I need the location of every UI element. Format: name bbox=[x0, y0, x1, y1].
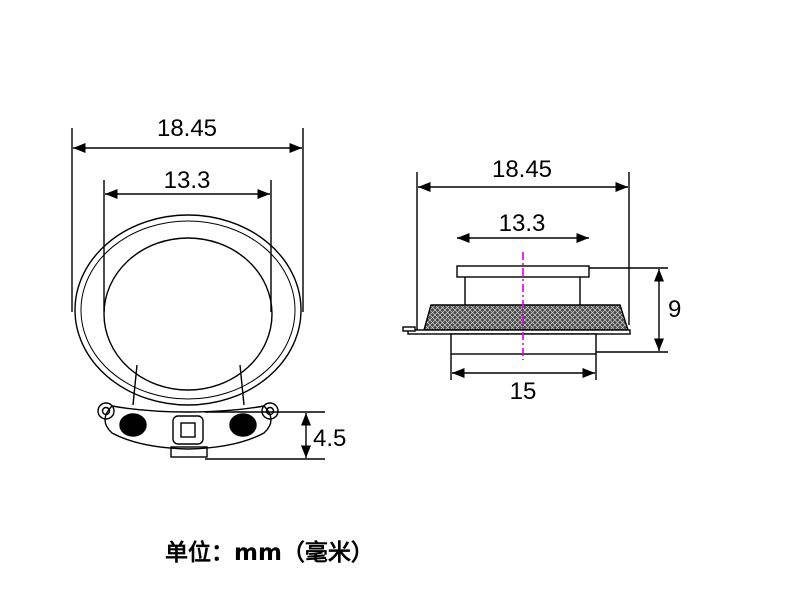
front-middle-ring bbox=[80, 220, 296, 400]
frame-tab bbox=[402, 326, 416, 332]
solder-pad-right bbox=[229, 413, 257, 437]
terminal-eyelet-left-hole bbox=[101, 406, 111, 416]
terminal-height-label: 4.5 bbox=[313, 425, 346, 452]
side-top-diameter-label: 13.3 bbox=[499, 210, 546, 237]
terminal-eyelet-right-hole bbox=[265, 406, 275, 416]
top-cap bbox=[456, 265, 590, 278]
side-view bbox=[402, 172, 668, 380]
front-view bbox=[71, 128, 325, 460]
side-outer-diameter-label: 18.45 bbox=[492, 156, 552, 183]
solder-pad-left bbox=[119, 413, 147, 437]
front-inner-cone bbox=[103, 237, 273, 391]
center-terminal-outer bbox=[172, 415, 204, 445]
terminal-foot bbox=[170, 446, 208, 458]
terminal-leg-left bbox=[132, 364, 138, 406]
center-terminal-inner bbox=[180, 422, 196, 438]
terminal-board bbox=[104, 405, 272, 450]
magnet-body bbox=[464, 277, 581, 305]
base-diameter-label: 15 bbox=[510, 378, 537, 405]
side-height-label: 9 bbox=[668, 296, 681, 323]
terminal-leg-right bbox=[239, 364, 245, 406]
unit-label: 单位：mm（毫米） bbox=[165, 539, 374, 566]
front-outer-diameter-label: 18.45 bbox=[157, 115, 217, 142]
front-outer-ring bbox=[74, 214, 302, 406]
terminal-eyelet-right bbox=[261, 402, 279, 420]
front-inner-diameter-label: 13.3 bbox=[164, 167, 211, 194]
terminal-eyelet-left bbox=[97, 402, 115, 420]
mesh-frame bbox=[423, 304, 629, 331]
